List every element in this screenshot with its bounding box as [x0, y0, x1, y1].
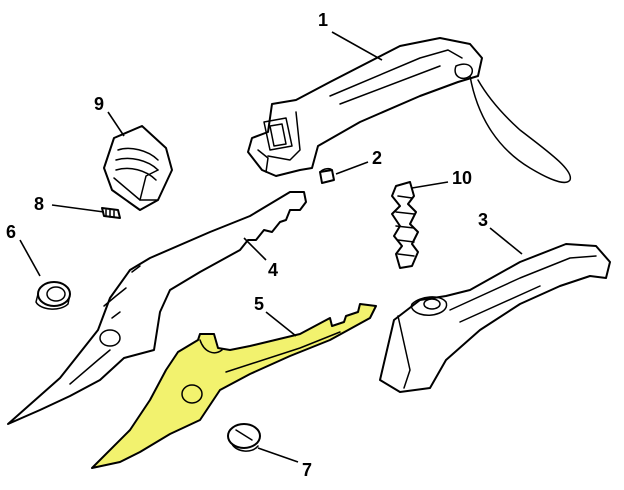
part-3-lower-handle: [379, 243, 611, 393]
part-5-lower-blade: [91, 303, 377, 469]
leader-lines: [19, 31, 523, 463]
part-1-upper-handle: [247, 37, 571, 184]
callout-numbers: 1 2 3 4 5 6 7 8 9 10: [6, 10, 488, 480]
leader-2: [335, 161, 369, 175]
callout-5: 5: [254, 294, 264, 314]
part-8-spring-pin: [101, 207, 121, 219]
leader-3: [489, 227, 523, 255]
callout-10: 10: [452, 168, 472, 188]
callout-3: 3: [478, 210, 488, 230]
part-6-bushing: [35, 281, 71, 310]
part-9-latch-cover: [103, 125, 173, 211]
leader-10: [411, 181, 449, 189]
leader-8: [51, 204, 105, 213]
leader-6: [19, 239, 41, 277]
callout-8: 8: [34, 194, 44, 214]
callout-6: 6: [6, 222, 16, 242]
leader-5: [265, 311, 297, 337]
leader-9: [107, 111, 125, 137]
callout-2: 2: [372, 148, 382, 168]
leader-4: [243, 237, 267, 261]
part-2-pin: [319, 167, 335, 184]
part-10-coil-spring: [391, 181, 419, 269]
callout-9: 9: [94, 94, 104, 114]
leader-1: [331, 31, 383, 61]
callout-7: 7: [302, 460, 312, 480]
callout-1: 1: [318, 10, 328, 30]
leader-7: [257, 447, 299, 463]
part-4-upper-blade: [7, 191, 307, 425]
part-7-screw: [227, 423, 261, 452]
callout-4: 4: [268, 260, 278, 280]
